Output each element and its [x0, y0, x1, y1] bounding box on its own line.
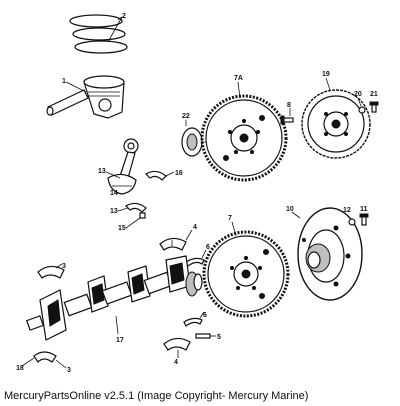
main-bearing-bottom-left[interactable] [33, 351, 57, 363]
thrust-washer-b[interactable] [183, 317, 203, 327]
bolt-21[interactable] [369, 101, 379, 113]
copyright-caption: MercuryPartsOnline v2.5.1 (Image Copyrig… [4, 390, 309, 402]
callout-8: 8 [287, 102, 291, 109]
callout-12: 12 [343, 207, 351, 214]
thrust-washer-a[interactable] [185, 257, 205, 267]
washer-20[interactable] [358, 106, 366, 114]
rear-oil-seal[interactable] [181, 127, 203, 157]
callout-15: 15 [118, 225, 126, 232]
callout-6-bottom: 6 [203, 312, 207, 319]
drive-coupler[interactable] [297, 207, 363, 301]
connecting-rod[interactable] [107, 138, 139, 195]
flywheel-7a[interactable] [200, 94, 288, 182]
flywheel-7[interactable] [202, 230, 290, 318]
main-bearing-lower-right[interactable] [163, 337, 191, 351]
main-bearing-left[interactable] [37, 265, 65, 279]
callout-19: 19 [322, 71, 330, 78]
callout-7: 7 [228, 215, 232, 222]
main-bearing-bolt[interactable] [195, 333, 211, 339]
callout-1: 1 [62, 78, 66, 85]
rod-bearing-upper[interactable] [145, 170, 167, 181]
callout-13-top: 13 [98, 168, 106, 175]
exploded-parts-diagram: 2 1 16 13 14 13 15 4 [16, 13, 379, 374]
piston-rings[interactable] [69, 14, 128, 54]
callout-10: 10 [286, 206, 294, 213]
flywheel-bolt[interactable] [280, 115, 294, 125]
callout-4-bottom: 4 [174, 359, 178, 366]
crankshaft[interactable] [25, 255, 203, 341]
callout-5: 5 [217, 334, 221, 341]
callout-20: 20 [354, 91, 362, 98]
clutch-disc[interactable] [301, 89, 371, 159]
bolt-11[interactable] [359, 213, 369, 226]
washer-12[interactable] [348, 218, 356, 226]
callout-7a: 7A [234, 75, 243, 82]
callout-11: 11 [360, 206, 368, 213]
callout-3-bottom: 3 [67, 367, 71, 374]
rod-nut[interactable] [139, 212, 146, 219]
callout-3-top: 3 [62, 263, 66, 270]
main-bearing-upper-a[interactable] [159, 237, 187, 251]
callout-18: 18 [16, 365, 24, 372]
callout-16: 16 [175, 170, 183, 177]
callout-14: 14 [110, 190, 118, 197]
rod-bearing-lower[interactable] [125, 202, 147, 213]
callout-6-top: 6 [206, 244, 210, 251]
callout-22: 22 [182, 113, 190, 120]
callout-13-bottom: 13 [110, 208, 118, 215]
piston-pin[interactable] [46, 89, 89, 116]
callout-17: 17 [116, 337, 124, 344]
callout-2: 2 [122, 13, 126, 20]
callout-21: 21 [370, 91, 378, 98]
piston[interactable] [83, 75, 125, 119]
callout-4-top: 4 [193, 224, 197, 231]
